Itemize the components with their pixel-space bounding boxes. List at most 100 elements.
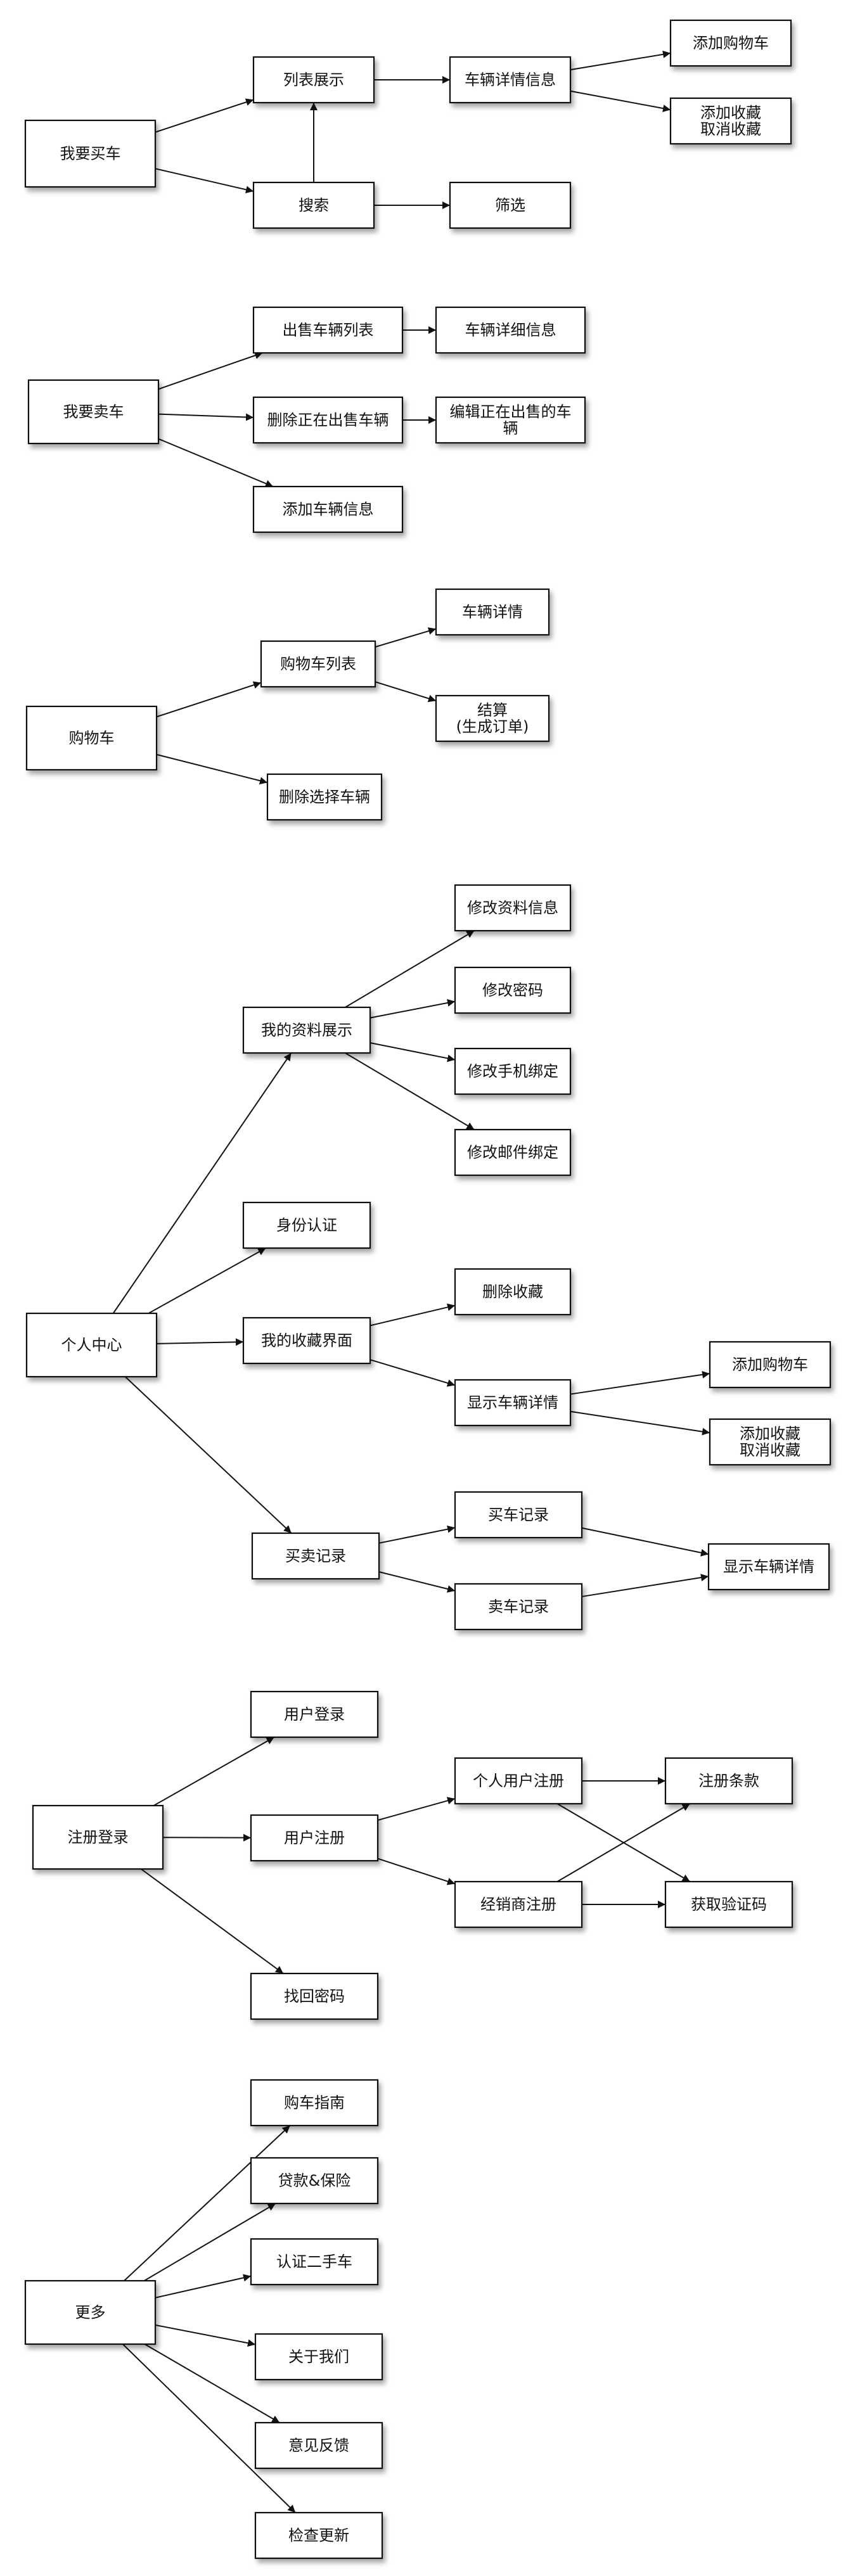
- edge-sell_root-to-sell_add: [158, 438, 274, 487]
- edge-pc_fav-to-pc_fav_delete: [369, 1303, 456, 1327]
- edge-pc_root-to-pc_identity: [148, 1247, 266, 1314]
- node-label: (生成订单): [456, 718, 529, 736]
- node-label: 购物车: [69, 729, 115, 747]
- node-box: [435, 396, 586, 444]
- node-label: 用户登录: [284, 1706, 345, 1723]
- node-more_feedback: 意见反馈: [254, 2421, 383, 2470]
- edge-buy_detail-to-buy_fav: [570, 90, 671, 112]
- edge-reg_root-to-reg_login: [153, 1737, 275, 1806]
- node-reg_personal: 个人用户注册: [454, 1757, 583, 1805]
- node-box: [669, 19, 792, 67]
- node-more_loan: 贷款&保险: [250, 2157, 379, 2205]
- node-box: [709, 1418, 832, 1466]
- node-box: [454, 1268, 572, 1316]
- edge-cart_root-to-cart_delete: [156, 753, 268, 785]
- edge-pc_trade-to-pc_trade_sell: [378, 1571, 456, 1593]
- node-box: [25, 705, 158, 771]
- node-label: 注册条款: [698, 1772, 759, 1790]
- node-box: [250, 1690, 379, 1738]
- edge-buy_root-to-buy_search: [155, 168, 254, 194]
- edge-pc_profile-to-pc_edit_info: [345, 930, 475, 1008]
- node-pc_trade_buy: 买车记录: [454, 1491, 583, 1539]
- node-box: [242, 1201, 371, 1249]
- edge-more_root-to-more_cert: [155, 2274, 252, 2299]
- node-pc_trade_detail: 显示车辆详情: [707, 1543, 830, 1591]
- edge-reg_dealer-to-reg_terms: [556, 1803, 691, 1882]
- node-label: 显示车辆详情: [723, 1558, 814, 1576]
- node-label: 购车指南: [284, 2094, 345, 2112]
- node-label: 更多: [75, 2304, 106, 2321]
- node-more_about: 关于我们: [254, 2333, 383, 2381]
- node-box: [260, 640, 376, 688]
- node-box: [454, 1583, 583, 1631]
- node-pc_trade_sell: 卖车记录: [454, 1583, 583, 1631]
- edge-cart_list-to-cart_detail: [375, 627, 437, 648]
- node-box: [449, 181, 572, 229]
- node-label: 添加购物车: [732, 1356, 808, 1374]
- node-label: 搜索: [299, 196, 329, 214]
- edge-reg_root-to-reg_forgot: [140, 1868, 284, 1974]
- node-label: 添加车辆信息: [283, 501, 374, 518]
- node-label: 认证二手车: [276, 2253, 352, 2271]
- node-cart_root: 购物车: [25, 705, 158, 771]
- node-sell_detail: 车辆详细信息: [435, 306, 586, 354]
- node-label: 我的收藏界面: [261, 1332, 352, 1349]
- node-reg_dealer: 经销商注册: [454, 1880, 583, 1929]
- node-sell_delete: 删除正在出售车辆: [252, 396, 404, 444]
- edge-pc_fav_detail-to-pc_fav_cart: [570, 1370, 710, 1395]
- node-pc_root: 个人中心: [25, 1312, 158, 1378]
- node-label: 车辆详情: [462, 603, 523, 621]
- node-box: [254, 2511, 383, 2560]
- edge-buy_root-to-buy_list: [155, 98, 254, 133]
- node-buy_search: 搜索: [252, 181, 375, 229]
- node-label: 我的资料展示: [261, 1021, 352, 1039]
- node-label: 修改资料信息: [467, 899, 558, 917]
- edge-more_root-to-more_update: [122, 2343, 296, 2513]
- node-buy_list: 列表展示: [252, 56, 375, 104]
- node-label: 车辆详情信息: [465, 71, 556, 89]
- node-box: [252, 485, 404, 533]
- edge-more_root-to-more_loan: [143, 2203, 276, 2281]
- node-box: [707, 1543, 830, 1591]
- node-label: 添加收藏: [700, 104, 761, 122]
- node-pc_identity: 身份认证: [242, 1201, 371, 1249]
- node-buy_filter: 筛选: [449, 181, 572, 229]
- node-buy_root: 我要买车: [24, 119, 157, 188]
- node-box: [454, 884, 572, 932]
- node-label: 找回密码: [284, 1987, 345, 2005]
- node-label: 卖车记录: [488, 1598, 549, 1616]
- node-box: [454, 1128, 572, 1176]
- node-box: [664, 1880, 793, 1929]
- node-box: [250, 1972, 379, 2020]
- node-box: [251, 1532, 380, 1580]
- edge-pc_trade_sell-to-pc_trade_detail: [581, 1574, 709, 1598]
- node-label: 车辆详细信息: [465, 321, 556, 339]
- node-label: 修改邮件绑定: [467, 1144, 558, 1161]
- node-box: [250, 2157, 379, 2205]
- node-reg_login: 用户登录: [250, 1690, 379, 1738]
- node-label: 删除正在出售车辆: [267, 411, 389, 429]
- node-label: 我要买车: [60, 145, 121, 163]
- node-reg_terms: 注册条款: [664, 1757, 793, 1805]
- node-pc_edit_mail: 修改邮件绑定: [454, 1128, 572, 1176]
- edge-pc_profile-to-pc_edit_pwd: [369, 999, 456, 1019]
- node-label: 结算: [477, 701, 508, 719]
- node-label: 注册登录: [68, 1828, 129, 1846]
- node-sell_root: 我要卖车: [27, 379, 160, 445]
- edge-more_root-to-more_guide: [124, 2125, 291, 2281]
- edge-pc_trade-to-pc_trade_buy: [378, 1525, 456, 1544]
- node-box: [454, 966, 572, 1014]
- node-label: 显示车辆详情: [467, 1394, 558, 1412]
- edge-reg_register-to-reg_personal: [377, 1797, 456, 1821]
- node-reg_code: 获取验证码: [664, 1880, 793, 1929]
- node-box: [254, 2421, 383, 2470]
- node-label: 关于我们: [288, 2348, 349, 2366]
- node-box: [454, 1757, 583, 1805]
- node-label: 我要卖车: [63, 403, 124, 421]
- node-pc_edit_pwd: 修改密码: [454, 966, 572, 1014]
- node-box: [252, 306, 404, 354]
- node-box: [242, 1006, 371, 1054]
- node-box: [266, 773, 383, 821]
- edge-more_root-to-more_feedback: [144, 2343, 280, 2423]
